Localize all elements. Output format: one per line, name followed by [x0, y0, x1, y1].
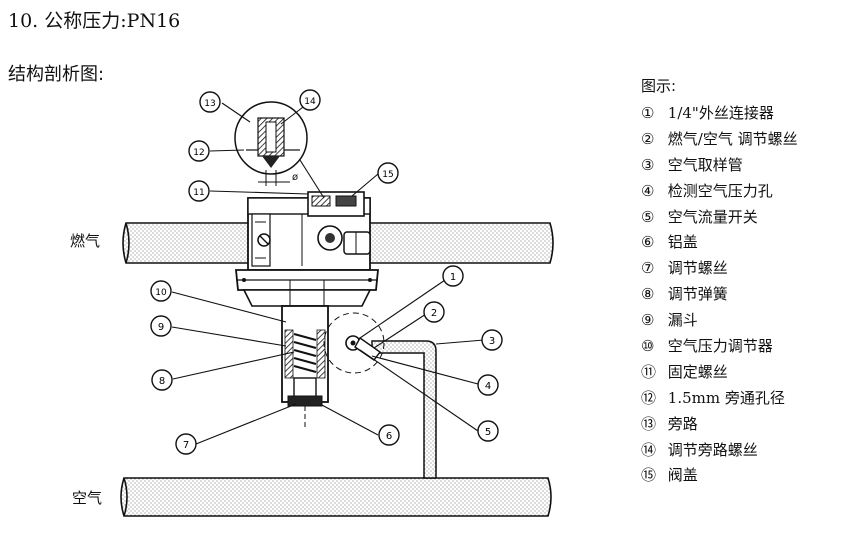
legend-number: ⑬ [641, 414, 657, 433]
legend-text: 固定螺丝 [667, 362, 728, 381]
legend-text: 调节螺丝 [667, 259, 728, 278]
legend-text: 1/4"外丝连接器 [667, 104, 774, 122]
bypass-detail: ø [234, 101, 325, 199]
legend-item: ② 燃气/空气 调节螺丝 [641, 128, 798, 154]
section-title: 结构剖析图: [8, 64, 105, 85]
legend-item: ④ 检测空气压力孔 [641, 180, 798, 206]
callout-12: 12 [188, 140, 210, 162]
callout-3-label: 3 [489, 336, 495, 347]
gas-pipe-label: 燃气 [70, 232, 101, 250]
callout-7: 7 [175, 433, 197, 455]
callout-13-label: 13 [204, 99, 215, 109]
air-pipe-label: 空气 [72, 489, 103, 507]
callout-4-label: 4 [485, 381, 491, 392]
legend-number: ⑦ [641, 259, 655, 278]
legend-number: ⑪ [641, 362, 657, 381]
legend-number: ③ [641, 155, 655, 174]
callout-15: 15 [377, 162, 399, 184]
callout-6-label: 6 [386, 431, 392, 442]
spring-column [281, 305, 329, 428]
callout-2-label: 2 [431, 308, 437, 319]
legend-text: 燃气/空气 调节螺丝 [667, 129, 798, 148]
legend-number: ⑭ [641, 440, 657, 459]
callout-8-label: 8 [159, 376, 165, 387]
callout-4: 4 [477, 374, 499, 396]
callout-1: 1 [442, 265, 464, 287]
legend-text: 检测空气压力孔 [667, 181, 773, 200]
callouts: 1 2 3 4 5 6 7 8 [150, 89, 503, 455]
legend-item: ⑥ 铝盖 [641, 231, 798, 257]
callout-8: 8 [151, 369, 173, 391]
legend-item: ⑩ 空气压力调节器 [641, 335, 798, 361]
legend-item: ⑪ 固定螺丝 [641, 361, 798, 387]
legend-item: ⑬ 旁路 [641, 413, 798, 439]
legend-item: ⑫ 1.5mm 旁通孔径 [641, 387, 798, 413]
legend-item: ⑧ 调节弹簧 [641, 283, 798, 309]
legend-number: ⑥ [641, 233, 655, 252]
callout-14-label: 14 [304, 97, 316, 107]
callout-11: 11 [188, 180, 210, 202]
valve-body [247, 191, 371, 271]
legend-text: 调节旁路螺丝 [667, 440, 758, 459]
legend-number: ② [641, 129, 655, 148]
legend-number: ⑫ [641, 388, 657, 407]
legend-number: ⑧ [641, 285, 655, 304]
legend-text: 空气流量开关 [667, 207, 758, 226]
legend-title: 图示: [641, 77, 677, 95]
callout-12-label: 12 [193, 148, 204, 158]
callout-2: 2 [423, 301, 445, 323]
callout-9-label: 9 [158, 322, 164, 333]
callout-7-label: 7 [183, 440, 189, 451]
callout-10: 10 [150, 280, 172, 302]
callout-9: 9 [150, 315, 172, 337]
legend-text: 漏斗 [667, 311, 698, 330]
legend-item: ⑨ 漏斗 [641, 309, 798, 335]
callout-5-label: 5 [485, 427, 491, 438]
callout-5: 5 [477, 420, 499, 442]
legend-number: ① [641, 104, 655, 122]
diaphragm-housing [235, 269, 379, 307]
legend-number: ⑮ [641, 466, 657, 485]
legend-item: ⑭ 调节旁路螺丝 [641, 439, 798, 465]
callout-13: 13 [199, 91, 221, 113]
legend-number: ④ [641, 181, 655, 200]
callout-1-label: 1 [450, 272, 456, 283]
legend-text: 铝盖 [667, 233, 698, 252]
callout-6: 6 [378, 424, 400, 446]
callout-3: 3 [481, 329, 503, 351]
legend-text: 调节弹簧 [667, 285, 728, 304]
callout-14: 14 [299, 89, 321, 111]
callout-15-label: 15 [382, 170, 393, 180]
leader-lines [171, 102, 485, 445]
callout-10-label: 10 [155, 288, 167, 298]
air-pipe [120, 477, 552, 517]
legend-item: ③ 空气取样管 [641, 154, 798, 180]
diameter-symbol: ø [292, 172, 298, 183]
legend-number: ⑩ [641, 337, 655, 356]
legend-number: ⑤ [641, 207, 655, 226]
legend-text: 空气压力调节器 [667, 337, 773, 356]
legend-text: 1.5mm 旁通孔径 [667, 388, 785, 407]
legend-text: 阀盖 [667, 466, 698, 485]
legend-item: ⑤ 空气流量开关 [641, 206, 798, 232]
page-title: 10. 公称压力:PN16 [8, 10, 181, 32]
legend-item: ⑦ 调节螺丝 [641, 257, 798, 283]
legend-number: ⑨ [641, 311, 655, 330]
air-sampling-tube [371, 340, 437, 479]
callout-11-label: 11 [193, 188, 204, 198]
legend-item: ① 1/4"外丝连接器 [641, 102, 798, 128]
air-flow-switch [323, 312, 385, 374]
legend-list: ① 1/4"外丝连接器 ② 燃气/空气 调节螺丝 ③ 空气取样管 ④ 检测空气压… [641, 102, 798, 490]
legend-item: ⑮ 阀盖 [641, 464, 798, 490]
legend-text: 空气取样管 [667, 155, 743, 174]
legend-text: 旁路 [667, 414, 698, 433]
